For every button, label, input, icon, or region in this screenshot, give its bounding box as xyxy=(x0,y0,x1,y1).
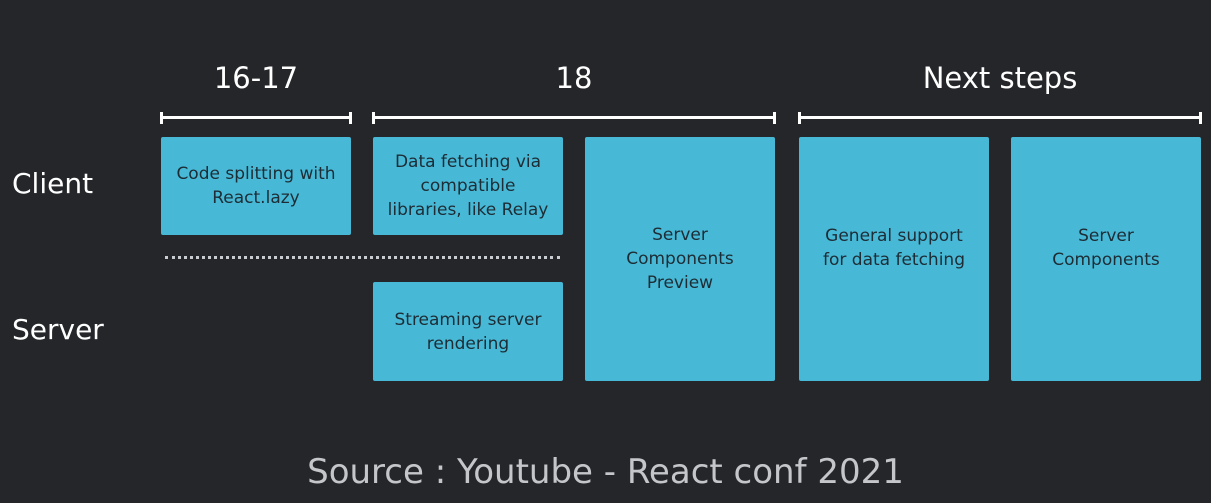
box-data-fetching: Data fetching via compatible libraries, … xyxy=(373,137,563,235)
box-code-splitting: Code splitting with React.lazy xyxy=(161,137,351,235)
row-label-server: Server xyxy=(12,313,104,346)
box-streaming-server-rendering: Streaming server rendering xyxy=(373,282,563,381)
row-label-client: Client xyxy=(12,167,94,200)
box-general-support: General support for data fetching xyxy=(799,137,989,381)
phase-title-16-17: 16-17 xyxy=(213,61,299,95)
phase-bracket-18 xyxy=(372,112,776,124)
source-caption: Source : Youtube - React conf 2021 xyxy=(307,452,904,492)
phase-title-next-steps: Next steps xyxy=(922,61,1078,95)
box-server-components: Server Components xyxy=(1011,137,1201,381)
phase-title-18: 18 xyxy=(555,61,593,95)
phase-bracket-16-17 xyxy=(160,112,352,124)
phase-bracket-next-steps xyxy=(798,112,1202,124)
client-server-divider xyxy=(165,256,560,259)
box-server-components-preview: Server Components Preview xyxy=(585,137,775,381)
